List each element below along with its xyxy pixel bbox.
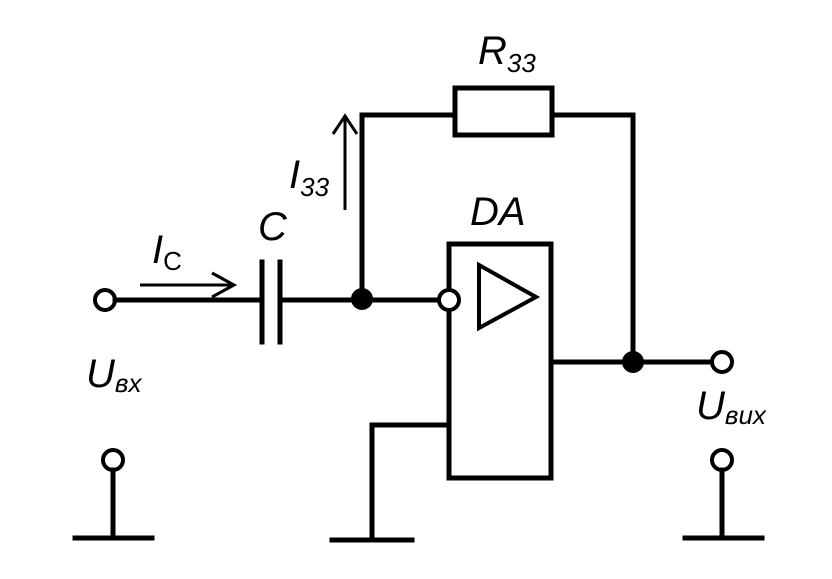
feedback-resistor-r33 [452, 85, 555, 138]
amplifier-label: DA [470, 190, 526, 234]
input-common-terminal [101, 448, 125, 472]
input-voltage-label: Uвх [86, 352, 142, 398]
feedback-current-label: I33 [289, 153, 330, 202]
output-junction-node [622, 351, 644, 373]
input-current-arrow-icon [140, 271, 238, 299]
input-current-label: IC [152, 228, 182, 276]
inverting-input-circle [437, 288, 461, 312]
capacitor-c [259, 259, 283, 345]
feedback-current-arrow-icon [331, 113, 359, 210]
input-terminal [93, 288, 117, 312]
amplifier-da-body [446, 241, 554, 481]
output-common-terminal [710, 448, 734, 472]
capacitor-label: C [258, 205, 288, 249]
amplifier-triangle-icon [477, 261, 541, 332]
output-voltage-label: Uвих [696, 384, 767, 430]
output-terminal [710, 350, 734, 374]
feedback-resistor-label: R33 [478, 29, 536, 78]
